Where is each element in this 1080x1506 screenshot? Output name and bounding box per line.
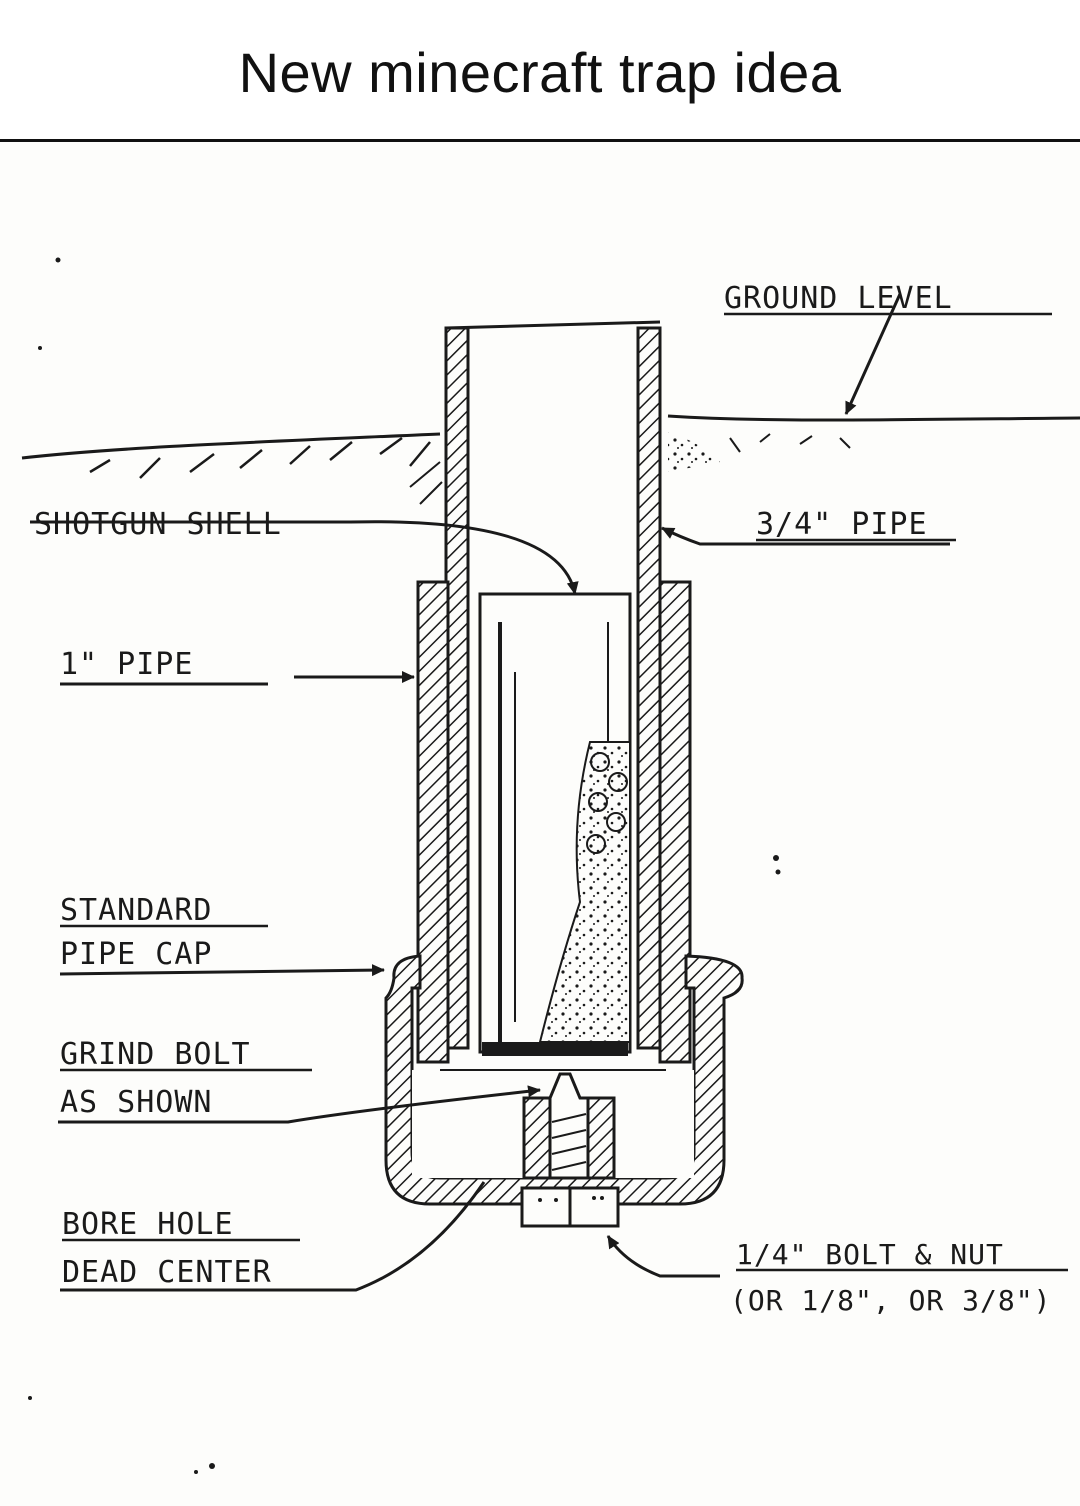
label-grind-bolt-line1: GRIND BOLT [60, 1037, 251, 1072]
label-three-quarter-pipe: 3/4" PIPE [756, 507, 928, 542]
label-bolt-nut-line1: 1/4" BOLT & NUT [736, 1238, 1004, 1271]
label-ground-level: GROUND LEVEL [724, 281, 953, 316]
header-bar: New minecraft trap idea [0, 0, 1080, 142]
label-grind-bolt-line2: AS SHOWN [60, 1085, 213, 1120]
diagram-labels: GROUND LEVEL SHOTGUN SHELL 3/4" PIPE 1" … [34, 281, 1051, 1317]
bolt [520, 1072, 620, 1228]
post-title: New minecraft trap idea [238, 41, 842, 104]
trap-diagram: GROUND LEVEL SHOTGUN SHELL 3/4" PIPE 1" … [0, 142, 1080, 1506]
shotgun-shell [478, 592, 632, 1056]
label-underlines [60, 312, 1068, 1272]
label-bolt-nut-line2: (OR 1/8", OR 3/8") [730, 1284, 1051, 1317]
diagram-svg: GROUND LEVEL SHOTGUN SHELL 3/4" PIPE 1" … [21, 257, 1080, 1474]
one-inch-pipe [416, 580, 692, 1064]
ground [21, 414, 1080, 505]
paper-specks [28, 257, 781, 1474]
label-shotgun-shell: SHOTGUN SHELL [34, 507, 282, 542]
label-pipe-cap-line2: PIPE CAP [60, 937, 213, 972]
label-bore-hole-line1: BORE HOLE [62, 1207, 234, 1242]
label-one-inch-pipe: 1" PIPE [60, 647, 193, 682]
label-pipe-cap-line1: STANDARD [60, 893, 213, 928]
label-bore-hole-line2: DEAD CENTER [62, 1255, 272, 1290]
